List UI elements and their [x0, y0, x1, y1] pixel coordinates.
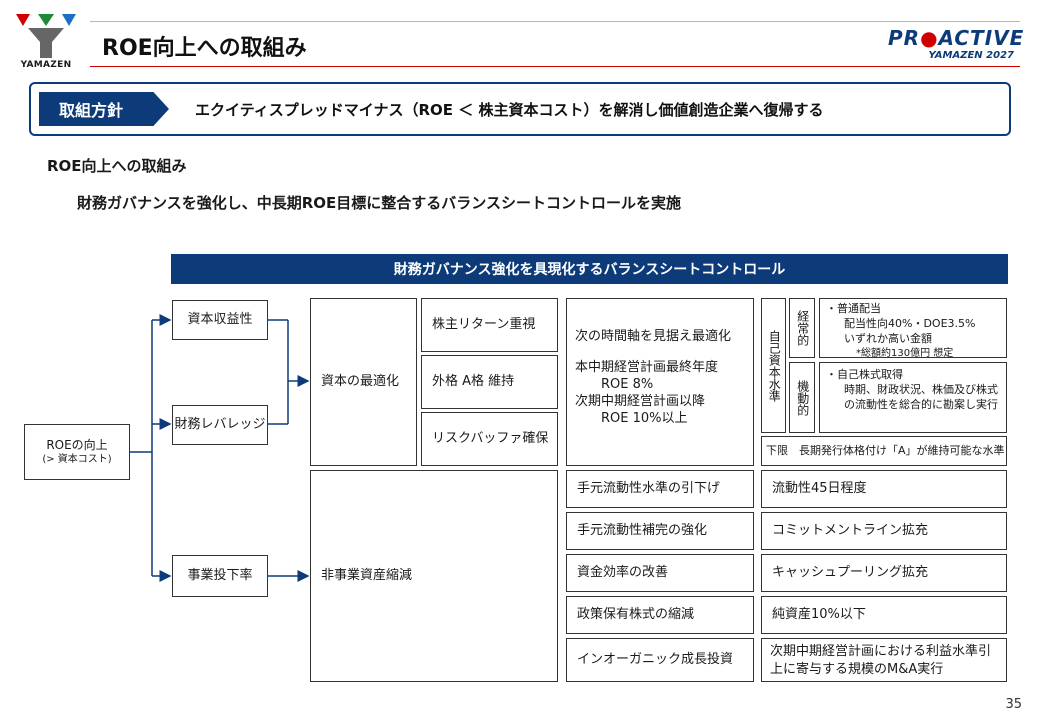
- proactive-brand-logo: PR●ACTIVE YAMAZEN 2027: [888, 26, 1024, 68]
- diagram-title-bar: 財務ガバナンス強化を具現化するバランスシートコントロール: [171, 254, 1008, 284]
- logo-text: YAMAZEN: [20, 60, 72, 70]
- target-liquidity-days: 流動性45日程度: [761, 470, 1007, 508]
- timeline-next-plan: 次期中期経営計画以降: [575, 393, 706, 409]
- share-buyback-title: ・自己株式取得: [826, 368, 903, 381]
- page-number: 35: [1005, 697, 1022, 712]
- brand-name-part-a: PR: [888, 26, 921, 50]
- section-subtitle: 財務ガバナンスを強化し、中長期ROE目標に整合するバランスシートコントロールを実…: [77, 194, 681, 212]
- equity-level-box: 自己資本水準: [761, 298, 786, 433]
- action-fund-efficiency: 資金効率の改善: [566, 554, 754, 592]
- capital-optimization-box: 資本の最適化: [310, 298, 417, 466]
- brand-subtitle: YAMAZEN 2027: [928, 50, 1014, 61]
- roe-improvement-label: ROEの向上: [46, 438, 108, 453]
- action-liquidity-supplement: 手元流動性補完の強化: [566, 512, 754, 550]
- header-rule-bottom: [90, 66, 1020, 67]
- yamazen-logo-mark-icon: [16, 14, 76, 58]
- action-inorganic-investment: インオーガニック成長投資: [566, 638, 754, 682]
- target-cash-pooling: キャッシュプーリング拡充: [761, 554, 1007, 592]
- timeline-heading: 次の時間軸を見据え最適化: [575, 329, 732, 344]
- timeline-box: 次の時間軸を見据え最適化 本中期経営計画最終年度 ROE 8% 次期中期経営計画…: [566, 298, 754, 466]
- section-title: ROE向上への取組み: [47, 157, 187, 175]
- share-buyback-box: ・自己株式取得 時期、財政状況、株価及び株式の流動性を総合的に勘案し実行: [819, 362, 1007, 433]
- roe-improvement-box: ROEの向上(> 資本コスト): [24, 424, 130, 480]
- share-buyback-detail: 時期、財政状況、株価及び株式の流動性を総合的に勘案し実行: [844, 382, 998, 411]
- ordinary-dividend-title: ・普通配当: [826, 302, 881, 315]
- timeline-next-roe: ROE 10%以上: [601, 410, 688, 426]
- header-rule-top: [90, 21, 1020, 22]
- action-cross-shareholding: 政策保有株式の縮減: [566, 596, 754, 634]
- policy-text: エクイティスプレッドマイナス（ROE ＜ 株主資本コスト）を解消し価値創造企業へ…: [195, 101, 824, 119]
- page-title: ROE向上への取組み: [102, 36, 307, 61]
- timeline-current-plan: 本中期経営計画最終年度: [575, 359, 719, 375]
- ordinary-dividend-higher: いずれか高い金額: [844, 331, 932, 345]
- cost-of-capital-label: (> 資本コスト): [42, 454, 112, 466]
- leverage-box: 財務レバレッジ: [172, 405, 268, 445]
- ordinary-dividend-payout: 配当性向40%・DOE3.5%: [844, 316, 976, 330]
- ordinary-box: 経常的: [789, 298, 815, 358]
- lower-limit-box: 下限 長期発行体格付け「A」が維持可能な水準: [761, 436, 1007, 466]
- target-commitment-line: コミットメントライン拡充: [761, 512, 1007, 550]
- investment-rate-box: 事業投下率: [172, 555, 268, 597]
- policy-banner: 取組方針 エクイティスプレッドマイナス（ROE ＜ 株主資本コスト）を解消し価値…: [29, 82, 1011, 136]
- non-business-asset-reduction-box: 非事業資産縮減: [310, 470, 558, 682]
- timeline-current-roe: ROE 8%: [601, 376, 654, 392]
- opt-item-a-rating: 外格 A格 維持: [421, 355, 558, 409]
- capital-return-box: 資本収益性: [172, 300, 268, 340]
- flexible-box: 機動的: [789, 362, 815, 433]
- brand-o-mark: ●: [920, 26, 939, 50]
- brand-name: PR●ACTIVE: [888, 26, 1024, 50]
- ordinary-dividend-total: *総額約130億円 想定: [856, 347, 954, 359]
- opt-item-risk-buffer: リスクバッファ確保: [421, 412, 558, 466]
- target-ma-execution: 次期中期経営計画における利益水準引上に寄与する規模のM&A実行: [761, 638, 1007, 682]
- target-net-assets: 純資産10%以下: [761, 596, 1007, 634]
- ordinary-dividend-box: ・普通配当 配当性向40%・DOE3.5% いずれか高い金額 *総額約130億円…: [819, 298, 1007, 359]
- policy-tag: 取組方針: [39, 92, 169, 126]
- action-liquidity-reduction: 手元流動性水準の引下げ: [566, 470, 754, 508]
- company-logo: YAMAZEN: [14, 12, 78, 74]
- brand-name-part-b: ACTIVE: [938, 26, 1025, 50]
- opt-item-shareholder-return: 株主リターン重視: [421, 298, 558, 352]
